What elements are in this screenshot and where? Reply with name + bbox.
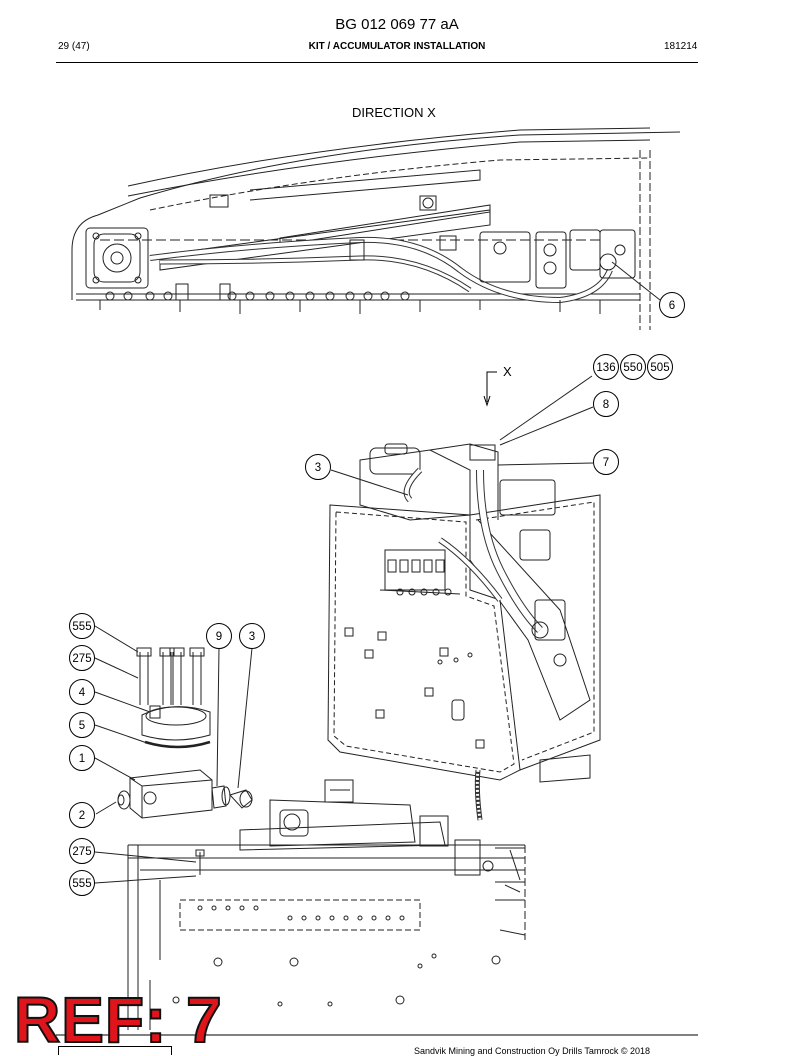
callout-555-upper: 555 [69, 613, 95, 639]
page-title: KIT / ACCUMULATOR INSTALLATION [308, 41, 486, 52]
direction-label: DIRECTION X [352, 105, 436, 120]
callout-550: 550 [620, 354, 646, 380]
page-number: 29 (47) [58, 41, 90, 52]
callout-555-lower: 555 [69, 870, 95, 896]
callout-8: 8 [593, 391, 619, 417]
callout-7: 7 [593, 449, 619, 475]
callout-275-lower: 275 [69, 838, 95, 864]
document-number: BG 012 069 77 aA [335, 16, 459, 33]
top-view-drawing [71, 127, 681, 330]
footer-copyright: Sandvik Mining and Construction Oy Drill… [414, 1046, 651, 1056]
callout-275-upper: 275 [69, 645, 95, 671]
callout-2: 2 [69, 802, 95, 828]
view-arrow-label: X [503, 364, 512, 379]
callout-3-iso: 3 [305, 454, 331, 480]
document-date: 181214 [664, 41, 698, 52]
ref-stamp: REF: 7 [13, 984, 223, 1056]
header-rule [56, 62, 698, 63]
exploded-parts-drawing [94, 625, 526, 1030]
callout-9: 9 [206, 623, 232, 649]
callout-505: 505 [647, 354, 673, 380]
sandvik-logo [58, 1046, 172, 1055]
callout-5: 5 [69, 712, 95, 738]
callout-4: 4 [69, 679, 95, 705]
callout-6: 6 [659, 292, 685, 318]
iso-view-drawing [327, 371, 601, 821]
callout-1: 1 [69, 745, 95, 771]
callout-3-fitting: 3 [239, 623, 265, 649]
callout-136: 136 [593, 354, 619, 380]
